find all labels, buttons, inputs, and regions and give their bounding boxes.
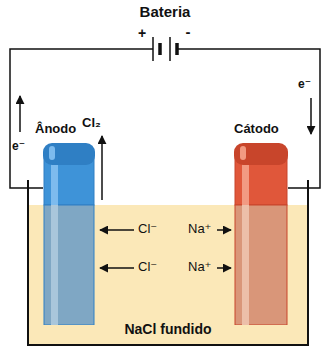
ion-label: Na⁺ (188, 260, 211, 274)
polarity-sign: + (138, 26, 146, 41)
electrode-shape (234, 143, 288, 325)
gas-arrow (101, 136, 103, 200)
ion-label: Cl⁻ (138, 222, 157, 236)
node-heading: Bateria (140, 4, 191, 21)
node-heading: Cátodo (234, 122, 279, 136)
ion-arrow (100, 229, 134, 231)
electrode-shape (43, 143, 95, 325)
node-heading: Ânodo (35, 122, 76, 136)
gas-label: Cl₂ (82, 116, 101, 130)
ion-arrow (100, 267, 134, 269)
electron-label: e⁻ (298, 78, 311, 91)
molten-salt (28, 205, 308, 345)
electron-arrow (19, 96, 21, 132)
beaker (28, 180, 308, 345)
battery-symbol: Bateria + - (130, 4, 200, 64)
electron-label: e⁻ (12, 140, 25, 153)
anode-electrode: Ânodo (43, 143, 95, 325)
ion-arrow (217, 229, 231, 231)
cathode-electrode: Cátodo (234, 143, 288, 325)
ion-label: Na⁺ (188, 222, 211, 236)
electron-arrow (310, 98, 312, 134)
polarity-sign: - (186, 24, 191, 41)
ion-arrow (217, 267, 231, 269)
electrolyte-label: NaCl fundido (124, 322, 211, 337)
ion-label: Cl⁻ (138, 260, 157, 274)
